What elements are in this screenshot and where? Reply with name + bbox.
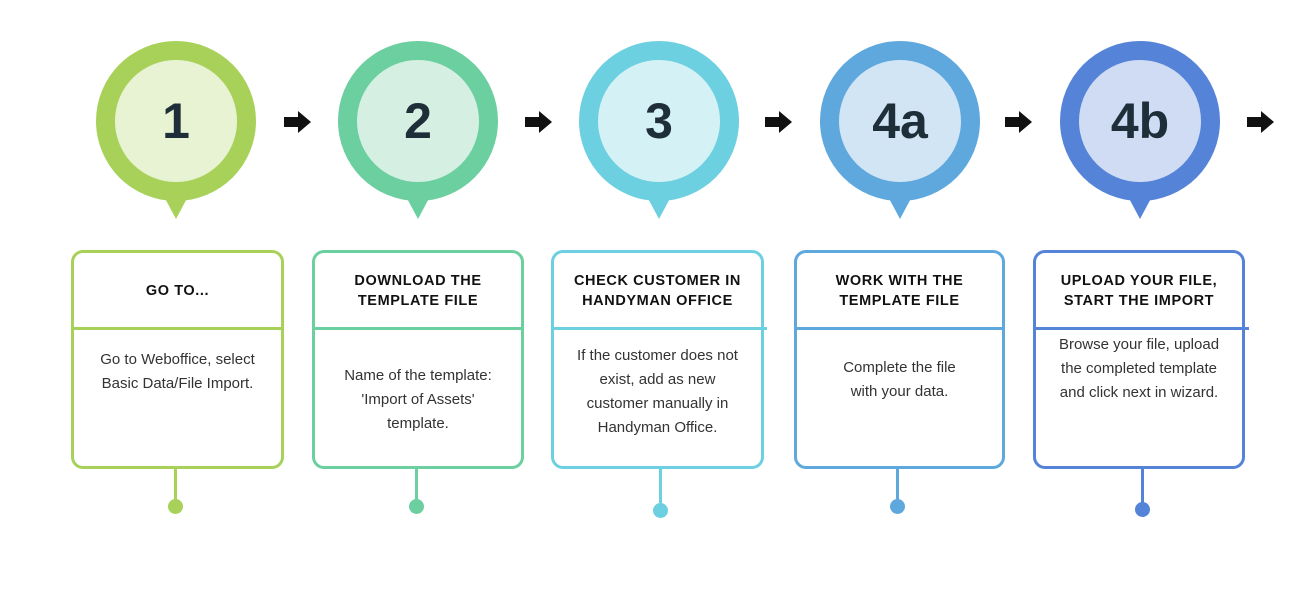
card-divider [1033, 327, 1249, 330]
card-header: GO TO... [74, 253, 281, 328]
card-body: Go to Weboffice, select Basic Data/File … [74, 330, 281, 466]
step-3-dot [653, 503, 668, 518]
step-3-number: 3 [645, 93, 673, 149]
step-3-text: If the customer does not exist, add as n… [577, 347, 738, 436]
pin-pointer [402, 189, 434, 219]
step-2-text: Name of the template: 'Import of Assets'… [344, 367, 492, 432]
step-4b-pin: 4b [1060, 41, 1220, 219]
pin-inner-circle: 2 [357, 60, 479, 182]
step-4b-dot [1135, 502, 1150, 517]
step-1-stem [174, 469, 177, 503]
step-4b-card: UPLOAD YOUR FILE, START THE IMPORT Brows… [1033, 250, 1249, 469]
arrow-right-icon [1247, 110, 1275, 134]
arrow-right-icon [765, 110, 793, 134]
card-header: WORK WITH THE TEMPLATE FILE [797, 253, 1002, 328]
step-2-pin: 2 [338, 41, 498, 219]
step-1-pin: 1 [96, 41, 256, 219]
pin-inner-circle: 4b [1079, 60, 1201, 182]
arrow-right-icon [525, 110, 553, 134]
pin-pointer [160, 189, 192, 219]
step-4a-text: Complete the file with your data. [843, 359, 956, 400]
step-4a-stem [896, 469, 899, 503]
step-4b-title: UPLOAD YOUR FILE, START THE IMPORT [1060, 272, 1218, 309]
card-divider [312, 327, 524, 330]
step-3-stem [659, 469, 662, 503]
step-1-text: Go to Weboffice, select Basic Data/File … [100, 351, 255, 392]
pin-inner-circle: 4a [839, 60, 961, 182]
step-2-stem [415, 469, 418, 503]
pin-pointer [643, 189, 675, 219]
step-4b-text: Browse your file, upload the completed t… [1058, 336, 1220, 401]
step-1-number: 1 [162, 93, 190, 149]
card-divider [71, 327, 284, 330]
step-2-card: DOWNLOAD THE TEMPLATE FILE Name of the t… [312, 250, 524, 469]
step-3-title: CHECK CUSTOMER IN HANDYMAN OFFICE [573, 272, 742, 309]
step-3-pin: 3 [579, 41, 739, 219]
pin-pointer [1124, 189, 1156, 219]
arrow-right-icon [1005, 110, 1033, 134]
step-3-card: CHECK CUSTOMER IN HANDYMAN OFFICE If the… [551, 250, 767, 469]
step-2-number: 2 [404, 93, 432, 149]
card-body: Browse your file, upload the completed t… [1036, 330, 1242, 466]
card-divider [794, 327, 1005, 330]
step-4a-title: WORK WITH THE TEMPLATE FILE [835, 272, 964, 309]
pin-inner-circle: 3 [598, 60, 720, 182]
step-4a-dot [890, 499, 905, 514]
card-header: UPLOAD YOUR FILE, START THE IMPORT [1036, 253, 1242, 328]
card-body: Name of the template: 'Import of Assets'… [315, 330, 521, 466]
arrow-right-icon [284, 110, 312, 134]
step-2-dot [409, 499, 424, 514]
card-header: CHECK CUSTOMER IN HANDYMAN OFFICE [554, 253, 761, 328]
pin-inner-circle: 1 [115, 60, 237, 182]
card-body: If the customer does not exist, add as n… [554, 330, 761, 466]
step-1-title: GO TO... [145, 282, 210, 299]
step-4a-pin: 4a [820, 41, 980, 219]
card-divider [551, 327, 767, 330]
step-1-card: GO TO... Go to Weboffice, select Basic D… [71, 250, 284, 469]
step-2-title: DOWNLOAD THE TEMPLATE FILE [354, 272, 482, 309]
step-4b-number: 4b [1110, 93, 1170, 149]
card-body: Complete the file with your data. [797, 330, 1002, 466]
step-4b-stem [1141, 469, 1144, 503]
pin-pointer [884, 189, 916, 219]
step-4a-card: WORK WITH THE TEMPLATE FILE Complete the… [794, 250, 1005, 469]
step-1-dot [168, 499, 183, 514]
card-header: DOWNLOAD THE TEMPLATE FILE [315, 253, 521, 328]
step-4a-number: 4a [872, 93, 928, 149]
